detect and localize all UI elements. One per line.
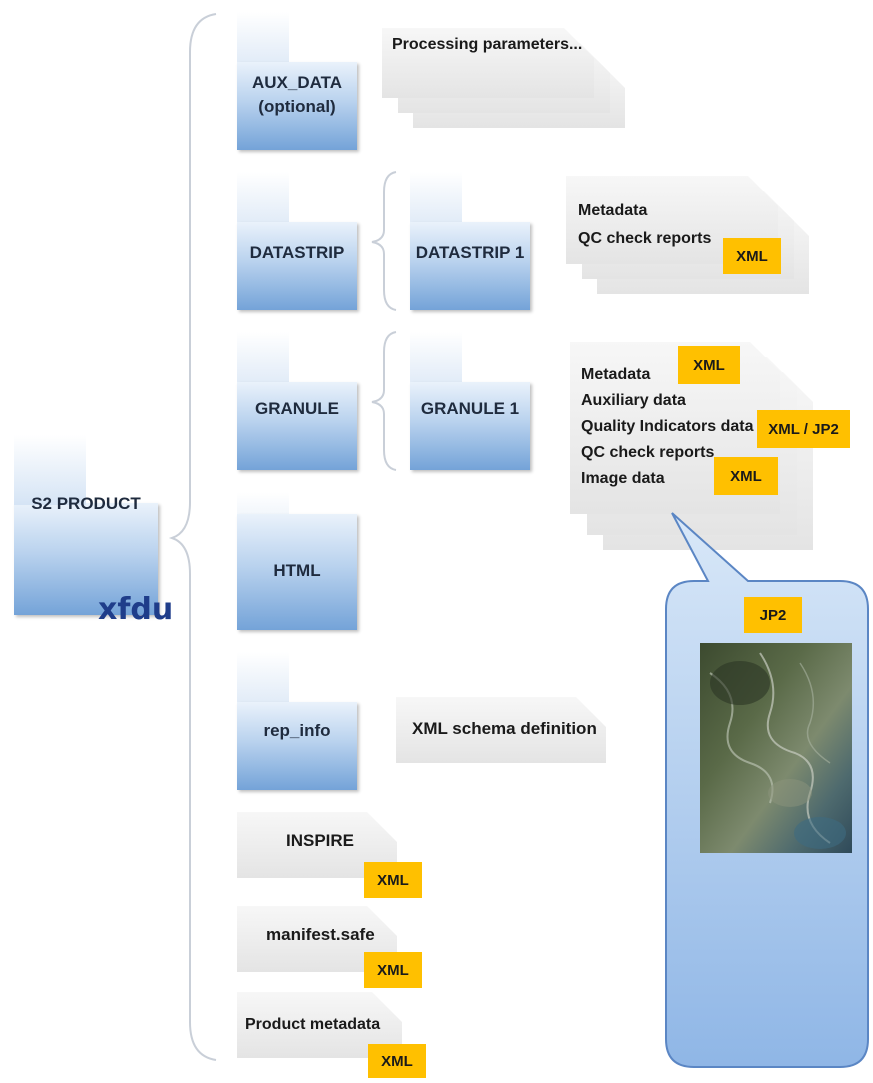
aux-data-optional-label: (optional) [258,97,336,116]
product-metadata-text: Product metadata [245,1016,381,1033]
granule-1-folder[interactable]: GRANULE 1 [410,332,530,470]
granule-metadata-xml-tag: XML [678,346,740,384]
inspire-xml-tag: XML [364,862,422,898]
html-label: HTML [273,561,321,580]
datastrip-xml-tag: XML [723,238,781,274]
datastrip-folder[interactable]: DATASTRIP [237,172,357,310]
xfdu-label: xfdu [98,592,174,627]
product-metadata-xml-tag: XML [368,1044,426,1078]
granule-qc-line: QC check reports [581,444,715,461]
aux-data-label: AUX_DATA [251,73,343,92]
s2-product-folder[interactable]: S2 PRODUCT [14,435,158,615]
datastrip-metadata-line: Metadata [578,202,648,219]
granule-image-line: Image data [581,470,665,487]
granule-auxiliary-line: Auxiliary data [581,392,686,409]
main-brace [168,13,217,1061]
granule-quality-xml-jp2-tag: XML / JP2 [757,410,850,448]
granule-1-label: GRANULE 1 [420,399,520,418]
jp2-tag: JP2 [744,597,802,633]
html-folder[interactable]: HTML [237,492,357,630]
datastrip-brace [371,171,397,311]
datastrip-qc-line: QC check reports [578,230,712,247]
granule-qc-xml-tag: XML [714,457,778,495]
rep-info-label: rep_info [263,721,331,740]
manifest-text: manifest.safe [266,925,375,944]
processing-parameters-text: Processing parameters... [392,36,583,53]
rep-info-folder[interactable]: rep_info [237,652,357,790]
datastrip-1-label: DATASTRIP 1 [415,243,525,262]
s2-product-label: S2 PRODUCT [31,494,141,513]
datastrip-label: DATASTRIP [249,243,345,262]
granule-folder[interactable]: GRANULE [237,332,357,470]
processing-doc[interactable] [382,28,594,98]
aux-data-folder[interactable]: AUX_DATA (optional) [237,12,357,150]
granule-label: GRANULE [254,399,340,418]
inspire-text: INSPIRE [286,831,355,850]
granule-metadata-line: Metadata [581,366,651,383]
datastrip-1-folder[interactable]: DATASTRIP 1 [410,172,530,310]
granule-quality-line: Quality Indicators data [581,418,754,435]
schema-text: XML schema definition [412,719,597,738]
schema-doc[interactable] [396,697,606,763]
satellite-image [700,643,852,853]
granule-brace [371,331,397,471]
manifest-xml-tag: XML [364,952,422,988]
